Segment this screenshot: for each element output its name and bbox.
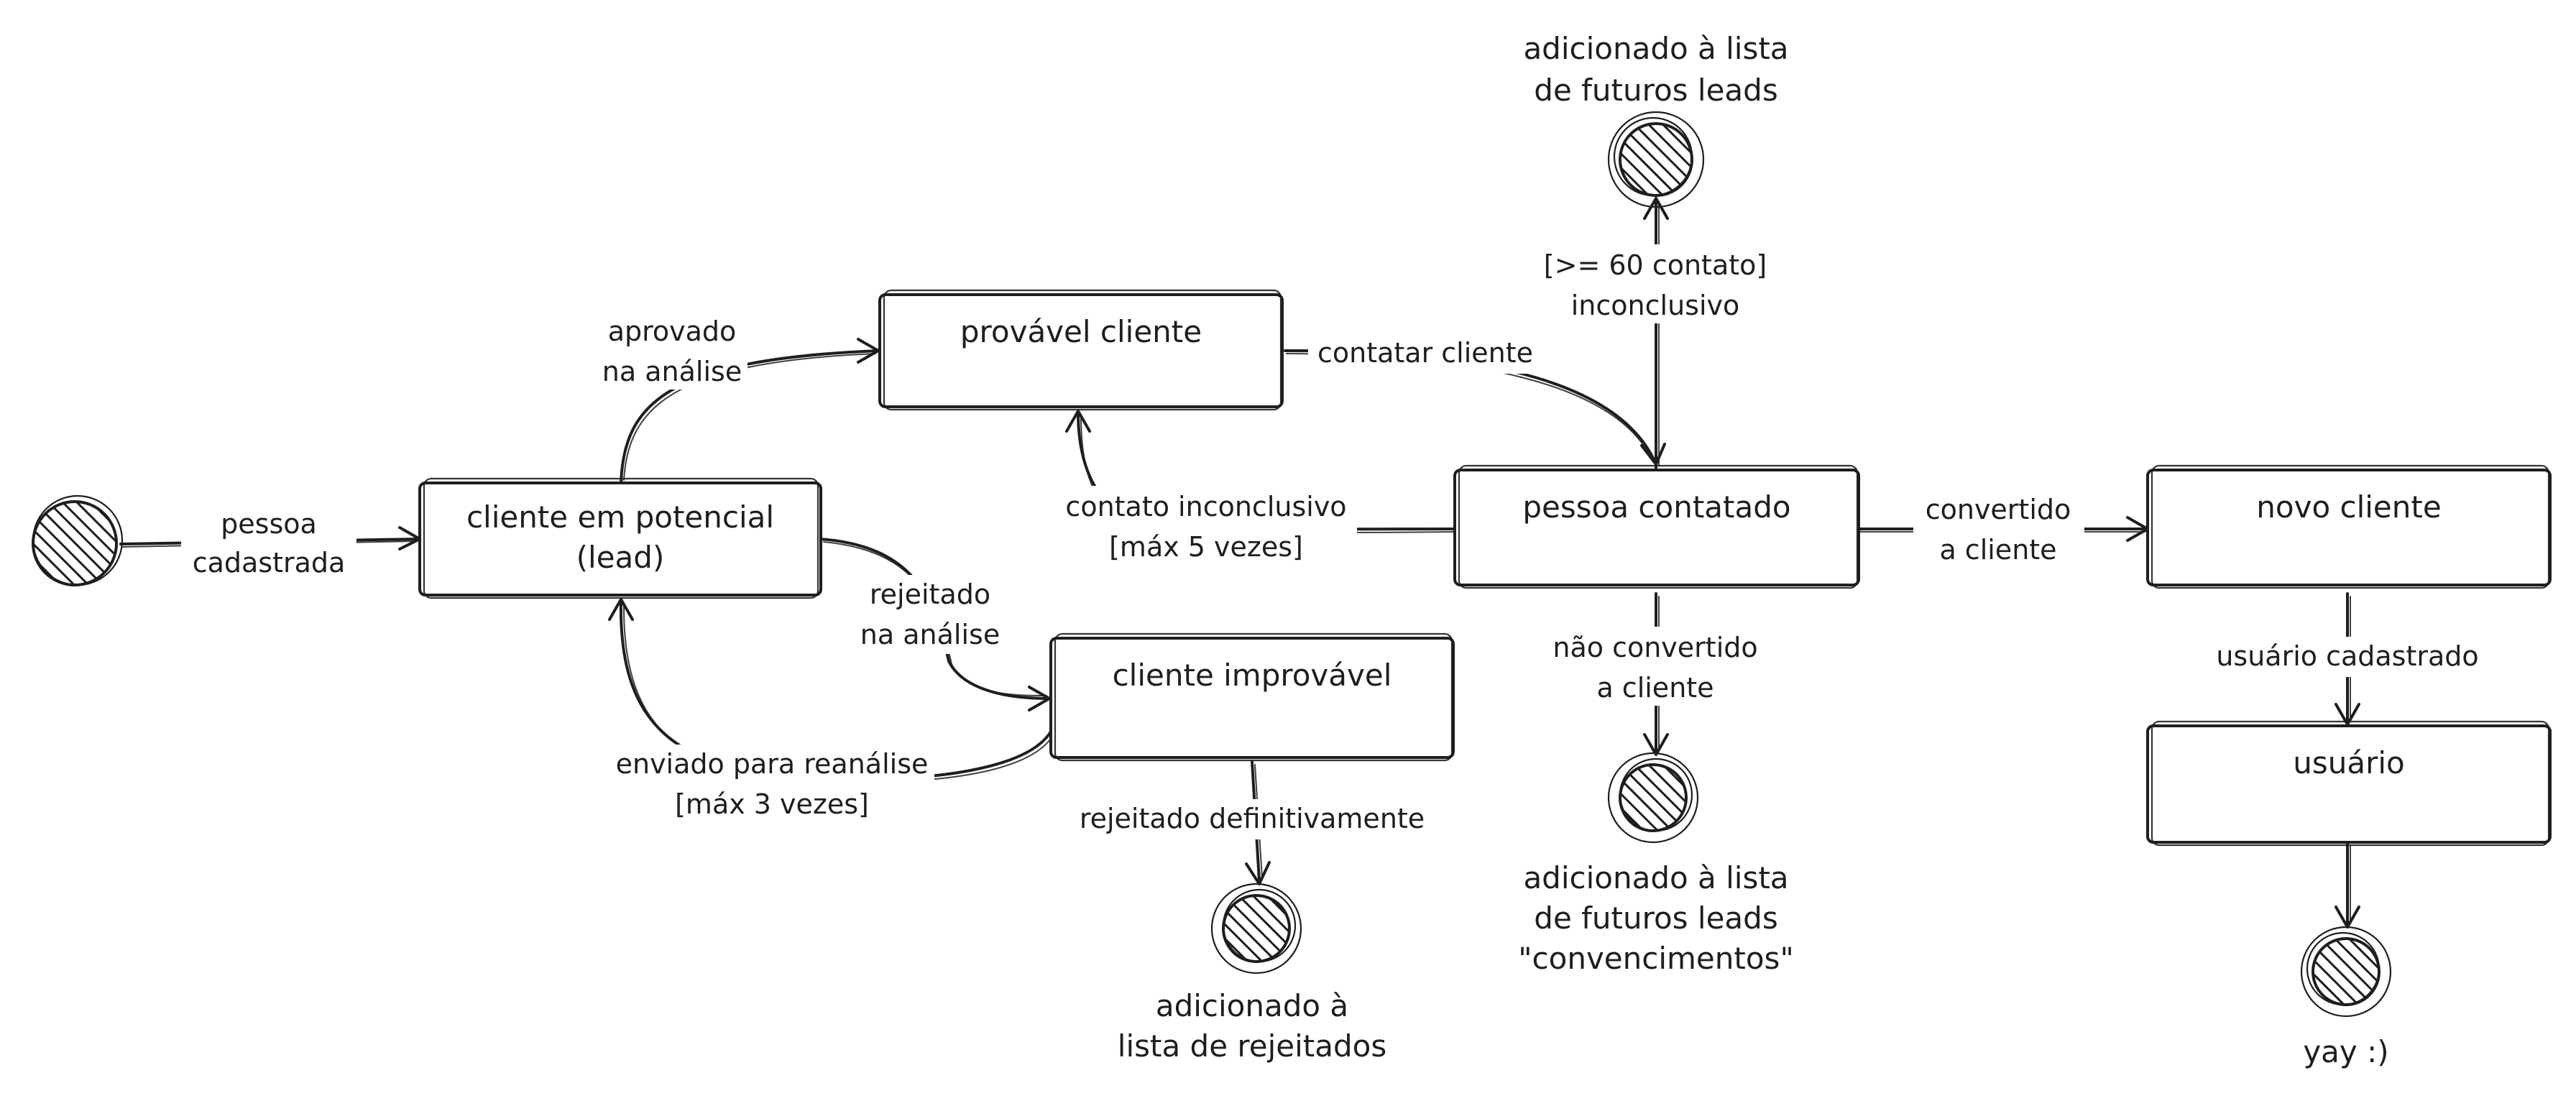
note-futuros-leads-1: adicionado à lista bbox=[1523, 31, 1788, 66]
state-contatado: pessoa contatado bbox=[1453, 464, 1860, 589]
note-rejeitados-1: adicionado à bbox=[1156, 988, 1348, 1023]
label-usuario-cadastrado-1: usuário cadastrado bbox=[2216, 640, 2478, 672]
state-lead-label-2: (lead) bbox=[576, 540, 665, 575]
label-sessenta-1: [>= 60 contato] bbox=[1544, 249, 1767, 281]
label-rejeitado-1: rejeitado bbox=[870, 579, 990, 610]
state-lead-label-1: cliente em potencial bbox=[466, 499, 774, 535]
label-nao-convertido: não convertido a cliente bbox=[1540, 627, 1771, 706]
note-futuros-leads: adicionado à lista de futuros leads bbox=[1523, 31, 1788, 108]
note-convencimentos: adicionado à lista de futuros leads "con… bbox=[1518, 860, 1794, 976]
label-cadastrada-1: pessoa bbox=[221, 508, 317, 540]
edge-usuario-to-end-yay bbox=[2334, 841, 2360, 929]
end-node-convencimentos bbox=[1607, 752, 1699, 844]
label-contatar: contatar cliente bbox=[1308, 333, 1545, 374]
note-convencimentos-1: adicionado à lista bbox=[1523, 860, 1788, 895]
state-contatado-label: pessoa contatado bbox=[1522, 489, 1790, 525]
label-sessenta-2: inconclusivo bbox=[1571, 290, 1740, 321]
state-provavel: provável cliente bbox=[878, 289, 1284, 411]
end-node-rejeitados bbox=[1210, 883, 1302, 975]
end-node-futuros-leads bbox=[1607, 111, 1705, 208]
label-aprovado-1: aprovado bbox=[608, 315, 737, 347]
note-rejeitados-2: lista de rejeitados bbox=[1118, 1028, 1386, 1064]
state-lead: cliente em potencial (lead) bbox=[418, 477, 822, 599]
label-cadastrada: pessoa cadastrada bbox=[181, 503, 356, 582]
label-nao-convertido-1: não convertido bbox=[1552, 632, 1757, 663]
end-node-yay bbox=[2300, 926, 2392, 1018]
label-inconclusivo-1: contato inconclusivo bbox=[1065, 491, 1346, 522]
start-node bbox=[32, 494, 124, 586]
label-cadastrada-2: cadastrada bbox=[193, 547, 346, 579]
label-reanalise: enviado para reanálise [máx 3 vezes] bbox=[604, 745, 934, 824]
label-convertido-2: a cliente bbox=[1939, 534, 2056, 566]
label-aprovado-2: na análise bbox=[602, 356, 742, 387]
state-improvavel: cliente improvável bbox=[1049, 632, 1455, 762]
state-usuario-label: usuário bbox=[2293, 745, 2405, 780]
note-rejeitados: adicionado à lista de rejeitados bbox=[1118, 988, 1386, 1064]
label-nao-convertido-2: a cliente bbox=[1596, 672, 1714, 704]
state-provavel-label: provável cliente bbox=[960, 314, 1202, 349]
note-yay: yay :) bbox=[2303, 1034, 2388, 1069]
note-yay-1: yay :) bbox=[2303, 1034, 2388, 1069]
label-reanalise-2: [máx 3 vezes] bbox=[675, 788, 869, 820]
label-reanalise-1: enviado para reanálise bbox=[616, 748, 929, 780]
label-convertido-1: convertido bbox=[1926, 494, 2071, 525]
label-usuario-cadastrado: usuário cadastrado bbox=[2199, 637, 2497, 677]
edge-contatado-to-end-top bbox=[1643, 197, 1669, 470]
state-improvavel-label: cliente improvável bbox=[1113, 658, 1392, 693]
state-usuario: usuário bbox=[2146, 720, 2552, 847]
label-aprovado: aprovado na análise bbox=[597, 310, 748, 390]
note-futuros-leads-2: de futuros leads bbox=[1534, 73, 1777, 108]
note-convencimentos-3: "convencimentos" bbox=[1518, 941, 1794, 976]
label-rejeitado-2: na análise bbox=[860, 619, 1000, 650]
label-sessenta: [>= 60 contato] inconclusivo bbox=[1531, 244, 1780, 323]
label-contatar-1: contatar cliente bbox=[1317, 337, 1533, 369]
label-definitivo-1: rejeitado definitivamente bbox=[1080, 803, 1425, 834]
state-novo-cliente: novo cliente bbox=[2146, 464, 2552, 589]
label-convertido: convertido a cliente bbox=[1913, 489, 2084, 568]
state-novo-cliente-label: novo cliente bbox=[2256, 489, 2441, 525]
label-definitivo: rejeitado definitivamente bbox=[1071, 799, 1435, 839]
label-inconclusivo: contato inconclusivo [máx 5 vezes] bbox=[1055, 486, 1357, 565]
note-convencimentos-2: de futuros leads bbox=[1534, 900, 1777, 936]
label-rejeitado: rejeitado na análise bbox=[855, 575, 1009, 654]
label-inconclusivo-2: [máx 5 vezes] bbox=[1109, 531, 1303, 563]
